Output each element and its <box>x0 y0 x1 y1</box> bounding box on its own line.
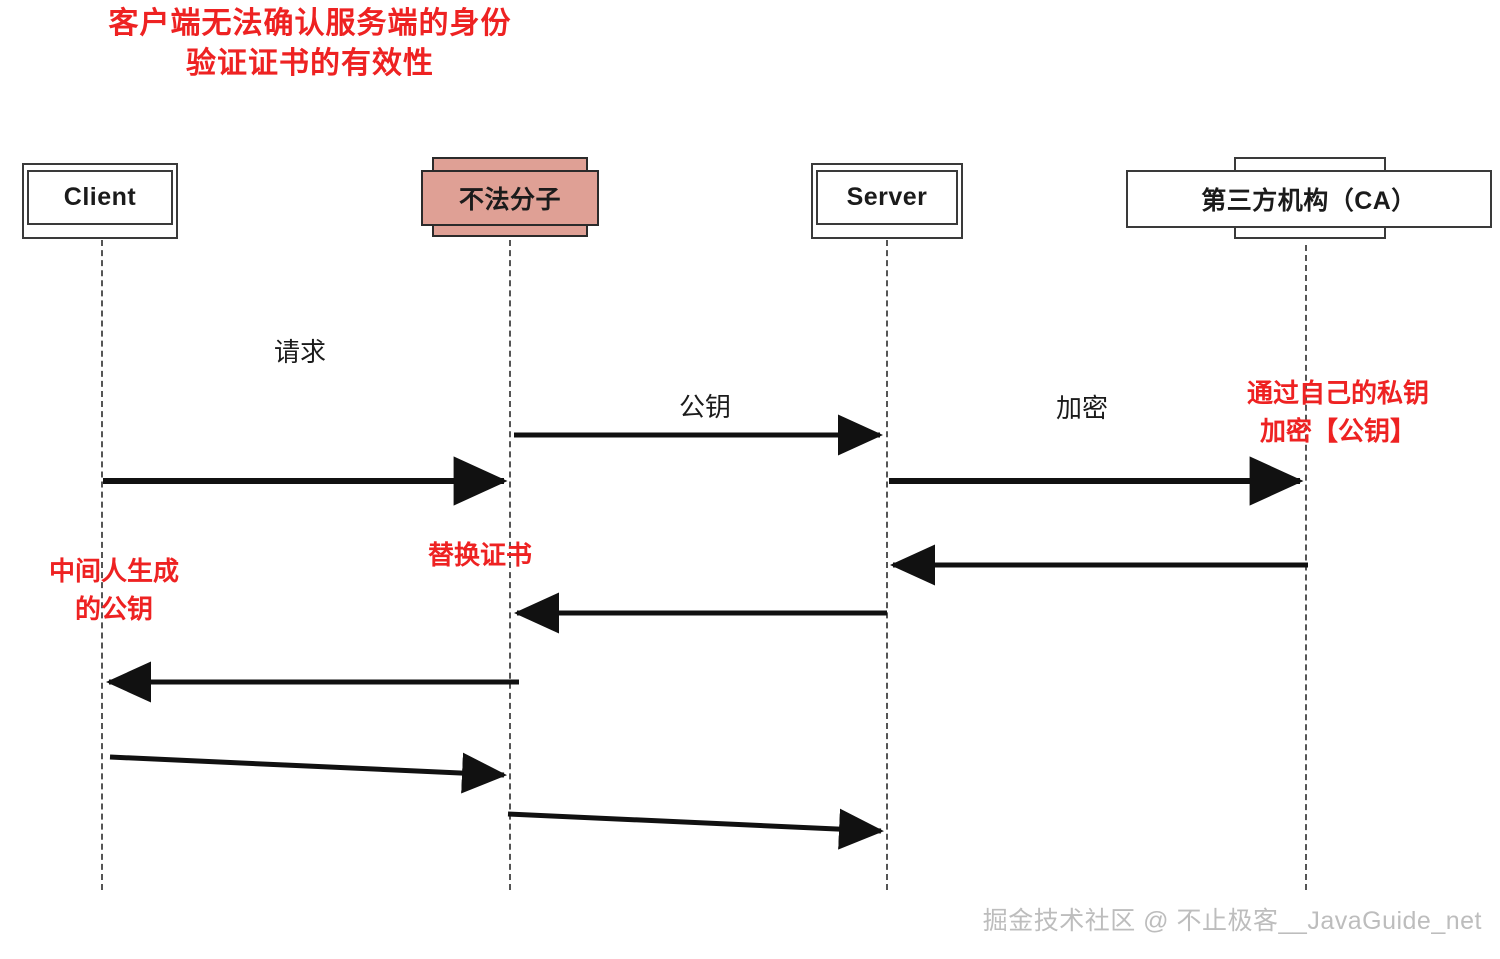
annotation-mitm-public-key-line-1: 中间人生成 <box>48 556 179 586</box>
actor-ca-label: 第三方机构（CA） <box>1201 187 1417 215</box>
actor-client-label: Client <box>63 183 137 211</box>
actor-mitm-label: 不法分子 <box>458 186 561 214</box>
diagram-title-line-2: 验证证书的有效性 <box>186 47 434 80</box>
lifeline-client <box>101 240 103 890</box>
lifeline-mitm <box>509 240 511 890</box>
message-label-m1: 请求 <box>274 337 327 367</box>
diagram-title-line-1: 客户端无法确认服务端的身份 <box>108 7 512 40</box>
annotation-replace-certificate: 替换证书 <box>428 540 533 570</box>
message-label-m3: 加密 <box>1056 393 1109 423</box>
annotation-mitm-public-key: 中间人生成 的公钥 <box>14 552 214 628</box>
annotation-ca-private-key-encrypt: 通过自己的私钥 加密【公钥】 <box>1196 374 1480 450</box>
diagram-title: 客户端无法确认服务端的身份 验证证书的有效性 <box>0 4 620 84</box>
actor-server-label: Server <box>846 183 928 211</box>
actor-ca-box: 第三方机构（CA） <box>1126 170 1492 228</box>
message-arrow-m8 <box>507 808 884 850</box>
actor-server-box: Server <box>816 170 958 225</box>
actor-mitm-box: 不法分子 <box>421 170 599 226</box>
actor-client-box: Client <box>27 170 173 225</box>
annotation-ca-private-key-encrypt-line-1: 通过自己的私钥 <box>1246 378 1429 408</box>
annotation-mitm-public-key-line-2: 的公钥 <box>74 594 153 624</box>
lifeline-server <box>886 240 888 890</box>
watermark: 掘金技术社区 @ 不止极客__JavaGuide_net <box>982 907 1482 935</box>
message-arrow-m7 <box>109 752 507 794</box>
message-label-m2: 公钥 <box>679 392 732 422</box>
annotation-ca-private-key-encrypt-line-2: 加密【公钥】 <box>1259 416 1416 446</box>
